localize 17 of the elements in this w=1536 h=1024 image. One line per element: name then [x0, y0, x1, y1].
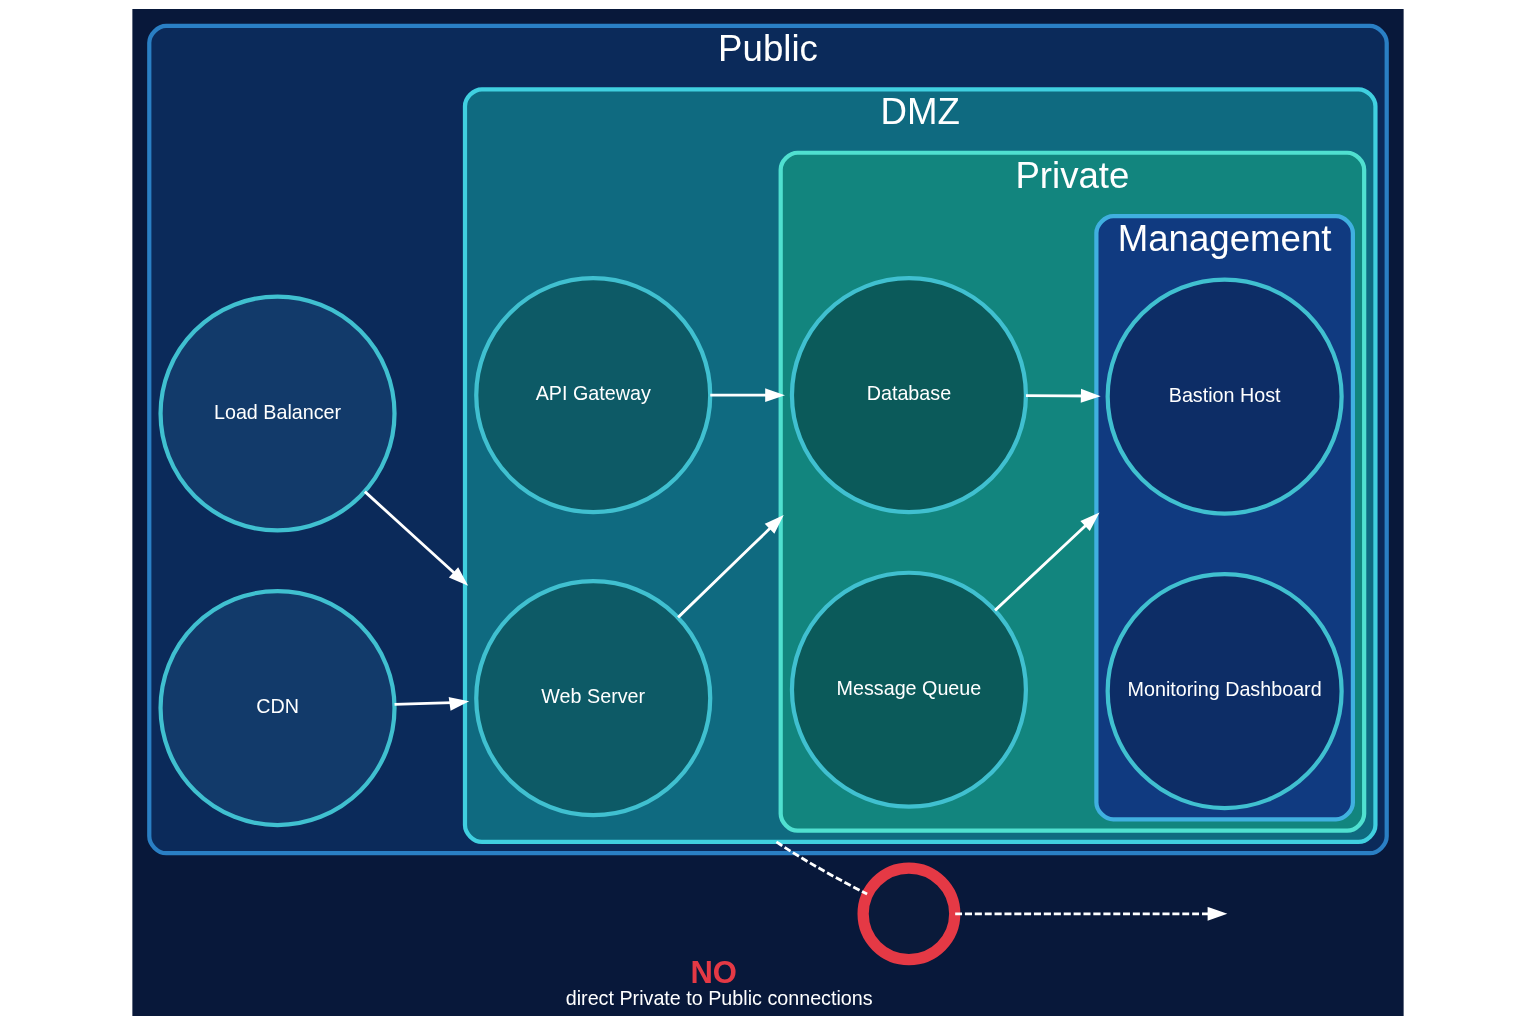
node-circle: API Gateway [474, 275, 713, 514]
node-circle: Database [789, 275, 1029, 514]
node-circle: Monitoring Dashboard [1105, 571, 1344, 810]
node-circle: CDN [158, 588, 397, 827]
connector [775, 840, 868, 895]
arrow [955, 906, 1228, 921]
node-circle: Bastion Host [1105, 277, 1344, 516]
arrow [710, 387, 785, 402]
node-circle [857, 861, 961, 965]
node-circle: Message Queue [789, 570, 1029, 809]
arrow [363, 490, 469, 586]
node-circle: Load Balancer [158, 293, 397, 533]
arrow [677, 514, 784, 618]
arrow [994, 512, 1100, 611]
arrow [394, 696, 470, 711]
arrow [1025, 388, 1101, 403]
node-circle: Web Server [474, 578, 713, 817]
